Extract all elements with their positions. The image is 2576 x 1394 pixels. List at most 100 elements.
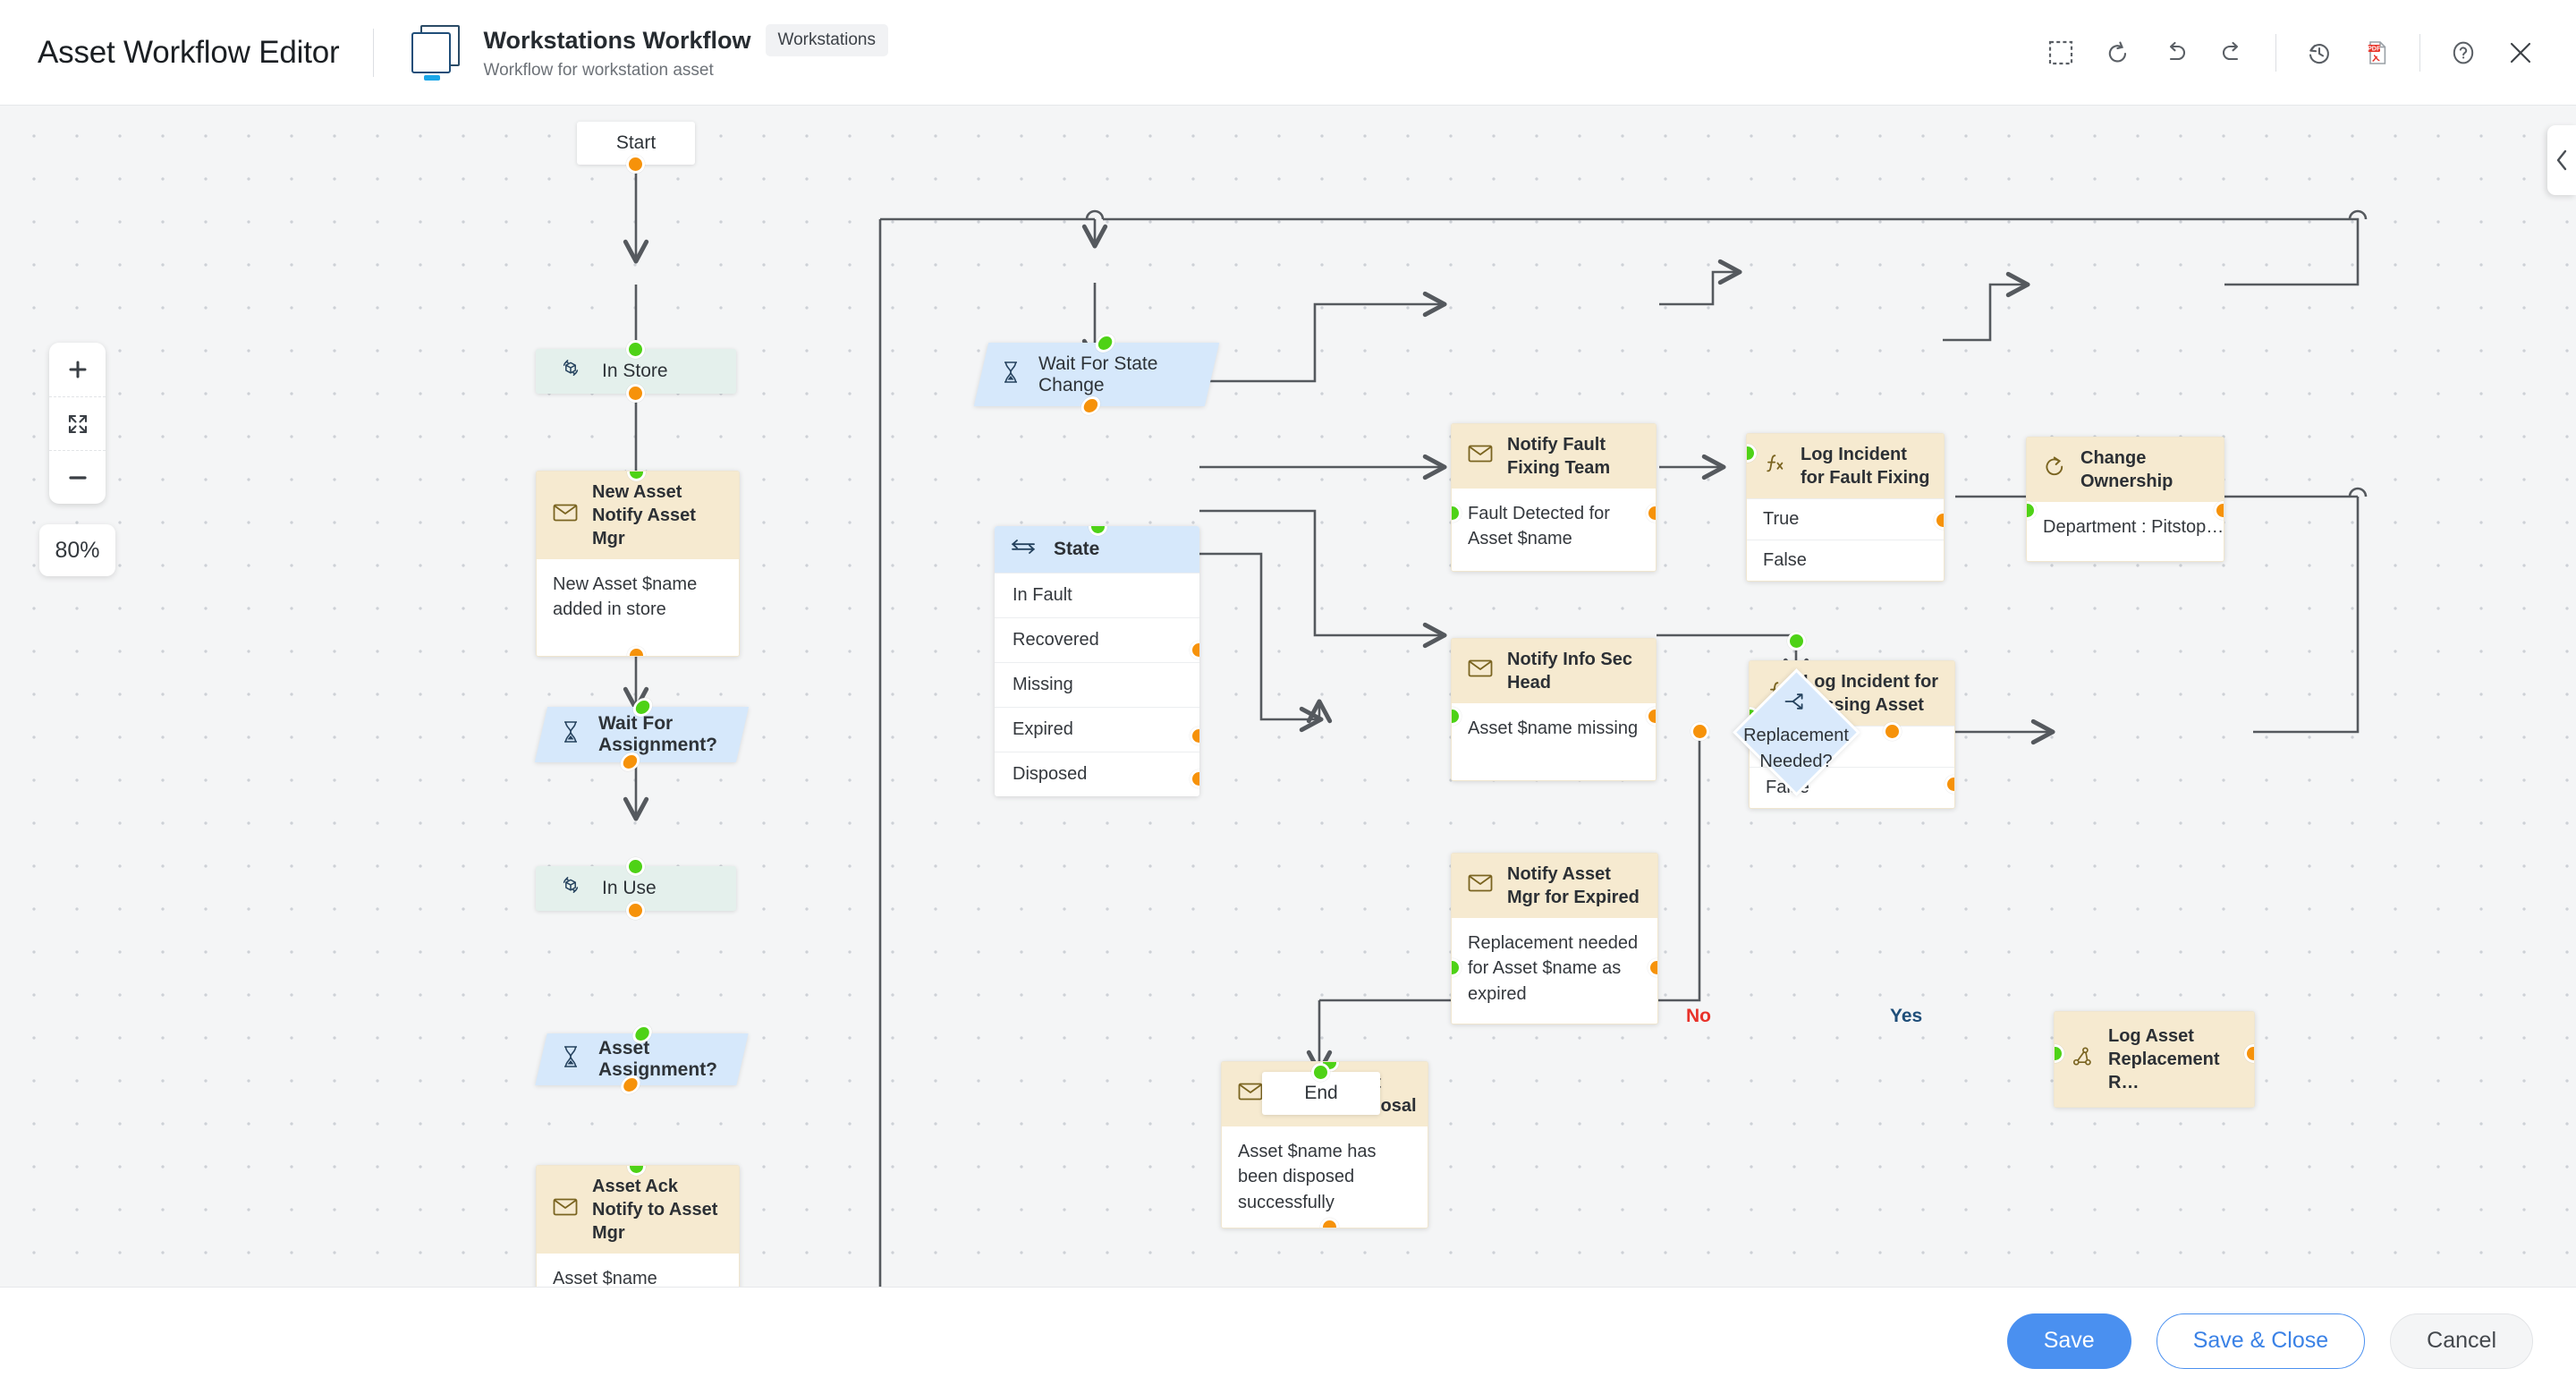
port-out-yes[interactable] <box>1883 722 1902 741</box>
switch-state-icon <box>1011 539 1036 560</box>
node-wait-for-assignment[interactable]: Wait For Assignment? <box>534 698 750 771</box>
cancel-button[interactable]: Cancel <box>2390 1313 2533 1369</box>
node-label: Wait For State Change <box>1038 353 1158 395</box>
history-icon[interactable] <box>2291 24 2348 81</box>
port-out[interactable] <box>1320 1218 1339 1228</box>
port-out-in-fault[interactable] <box>1190 641 1199 659</box>
row-true[interactable]: True <box>1747 498 1944 540</box>
port-out-no[interactable] <box>1690 722 1709 741</box>
port-in[interactable] <box>2027 501 2037 520</box>
branch-icon <box>1784 692 1809 718</box>
save-button[interactable]: Save <box>2006 1313 2131 1369</box>
state-row-missing[interactable]: Missing <box>995 662 1199 707</box>
port-out[interactable] <box>2244 1044 2254 1063</box>
refresh-icon[interactable] <box>2089 24 2147 81</box>
port-out[interactable] <box>1646 504 1656 523</box>
node-replacement-needed[interactable]: Replacement Needed? <box>1690 632 1902 830</box>
header-toolbar: PDF <box>2032 24 2576 81</box>
node-in-store[interactable]: In Store <box>536 340 736 403</box>
node-label: Wait For Assignment? <box>598 713 718 755</box>
node-body: Asset $name has been disposed successful… <box>1222 1126 1428 1228</box>
port-in[interactable] <box>626 857 645 876</box>
zoom-level-indicator[interactable]: 80% <box>39 524 115 576</box>
node-change-ownership[interactable]: Change Ownership Department : Pitstop… <box>2026 437 2224 562</box>
help-icon[interactable] <box>2435 24 2492 81</box>
save-and-close-button[interactable]: Save & Close <box>2156 1313 2366 1369</box>
page-title: Asset Workflow Editor <box>38 34 340 70</box>
undo-icon[interactable] <box>2147 24 2204 81</box>
mail-icon <box>1468 659 1493 684</box>
port-out[interactable] <box>1648 958 1657 977</box>
state-row-recovered[interactable]: Recovered <box>995 617 1199 662</box>
node-end[interactable]: End <box>1262 1063 1380 1115</box>
node-header: Log Incident for Fault Fixing <box>1747 434 1944 498</box>
port-in[interactable] <box>2055 1044 2064 1063</box>
node-title: Log Asset Replacement R… <box>2108 1026 2220 1092</box>
svg-text:PDF: PDF <box>2368 44 2381 52</box>
port-in[interactable] <box>627 1166 646 1176</box>
port-in[interactable] <box>626 340 645 359</box>
port-in[interactable] <box>1452 504 1462 523</box>
node-state[interactable]: State In Fault Recovered Missing Expired… <box>995 526 1199 796</box>
node-label-line1: Replacement <box>1743 725 1849 745</box>
state-row-in-fault[interactable]: In Fault <box>995 573 1199 617</box>
toolbar-divider <box>2275 33 2276 72</box>
port-in[interactable] <box>1747 444 1757 463</box>
marquee-select-icon[interactable] <box>2032 24 2089 81</box>
port-out[interactable] <box>626 155 645 174</box>
row-false[interactable]: False <box>1747 540 1944 581</box>
asset-state-icon <box>559 874 582 903</box>
node-in-store-label: In Store <box>602 361 668 381</box>
mail-icon <box>1238 1082 1263 1108</box>
zoom-out-button[interactable] <box>49 450 106 504</box>
port-out-missing[interactable] <box>1190 727 1199 745</box>
app-header: Asset Workflow Editor Workstations Workf… <box>0 0 2576 106</box>
node-body: Asset $name missing <box>1452 703 1656 780</box>
port-in[interactable] <box>1452 707 1462 726</box>
zoom-controls <box>49 343 106 504</box>
state-row-disposed[interactable]: Disposed <box>995 752 1199 796</box>
port-in[interactable] <box>1452 958 1462 977</box>
node-body: Asset $name acknowledged by $user <box>537 1254 739 1287</box>
port-out[interactable] <box>626 384 645 403</box>
port-out[interactable] <box>626 901 645 920</box>
port-out[interactable] <box>627 646 646 656</box>
node-header: Change Ownership <box>2027 438 2224 502</box>
node-start-label: Start <box>615 132 657 153</box>
workflow-task-icon <box>2071 1045 2094 1075</box>
port-out[interactable] <box>1646 707 1656 726</box>
node-asset-assignment[interactable]: Asset Assignment? <box>535 1024 749 1094</box>
port-out-expired[interactable] <box>1190 769 1199 788</box>
node-notify-expired[interactable]: Notify Asset Mgr for Expired Replacement… <box>1451 853 1658 1024</box>
node-title: Notify Asset Mgr for Expired <box>1507 864 1640 907</box>
node-log-asset-replacement[interactable]: Log Asset Replacement R… <box>2054 1011 2255 1108</box>
close-icon[interactable] <box>2492 24 2549 81</box>
port-out-true[interactable] <box>1934 511 1944 530</box>
port-in[interactable] <box>1787 632 1806 650</box>
port-in[interactable] <box>1089 526 1107 536</box>
redo-icon[interactable] <box>2204 24 2261 81</box>
node-new-asset-notify[interactable]: New Asset Notify Asset Mgr New Asset $na… <box>536 471 740 657</box>
workflow-canvas[interactable]: 80% Start In Store New Asset Noti <box>0 106 2576 1287</box>
port-out[interactable] <box>2214 501 2224 520</box>
node-notify-info-sec[interactable]: Notify Info Sec Head Asset $name missing <box>1451 638 1657 781</box>
node-start[interactable]: Start <box>577 122 695 174</box>
workflow-badge: Workstations <box>765 24 888 56</box>
node-notify-fault-team[interactable]: Notify Fault Fixing Team Fault Detected … <box>1451 423 1657 572</box>
zoom-in-button[interactable] <box>49 343 106 396</box>
state-row-expired[interactable]: Expired <box>995 707 1199 752</box>
node-end-label: End <box>1304 1083 1338 1103</box>
node-wait-for-state-change[interactable]: Wait For State Change <box>973 334 1220 415</box>
node-in-use[interactable]: In Use <box>536 857 736 920</box>
change-ownership-icon <box>2043 455 2066 485</box>
fit-screen-icon[interactable] <box>49 396 106 450</box>
node-in-use-label: In Use <box>602 878 657 898</box>
node-asset-ack-notify[interactable]: Asset Ack Notify to Asset Mgr Asset $nam… <box>536 1165 740 1287</box>
node-body: Fault Detected for Asset $name <box>1452 489 1656 571</box>
mail-icon <box>553 503 578 529</box>
chevron-left-icon[interactable] <box>2547 125 2576 195</box>
node-log-incident-fault[interactable]: Log Incident for Fault Fixing True False <box>1746 433 1945 582</box>
port-out-true[interactable] <box>1945 775 1954 794</box>
port-in[interactable] <box>1311 1063 1330 1082</box>
pdf-export-icon[interactable]: PDF <box>2348 24 2405 81</box>
